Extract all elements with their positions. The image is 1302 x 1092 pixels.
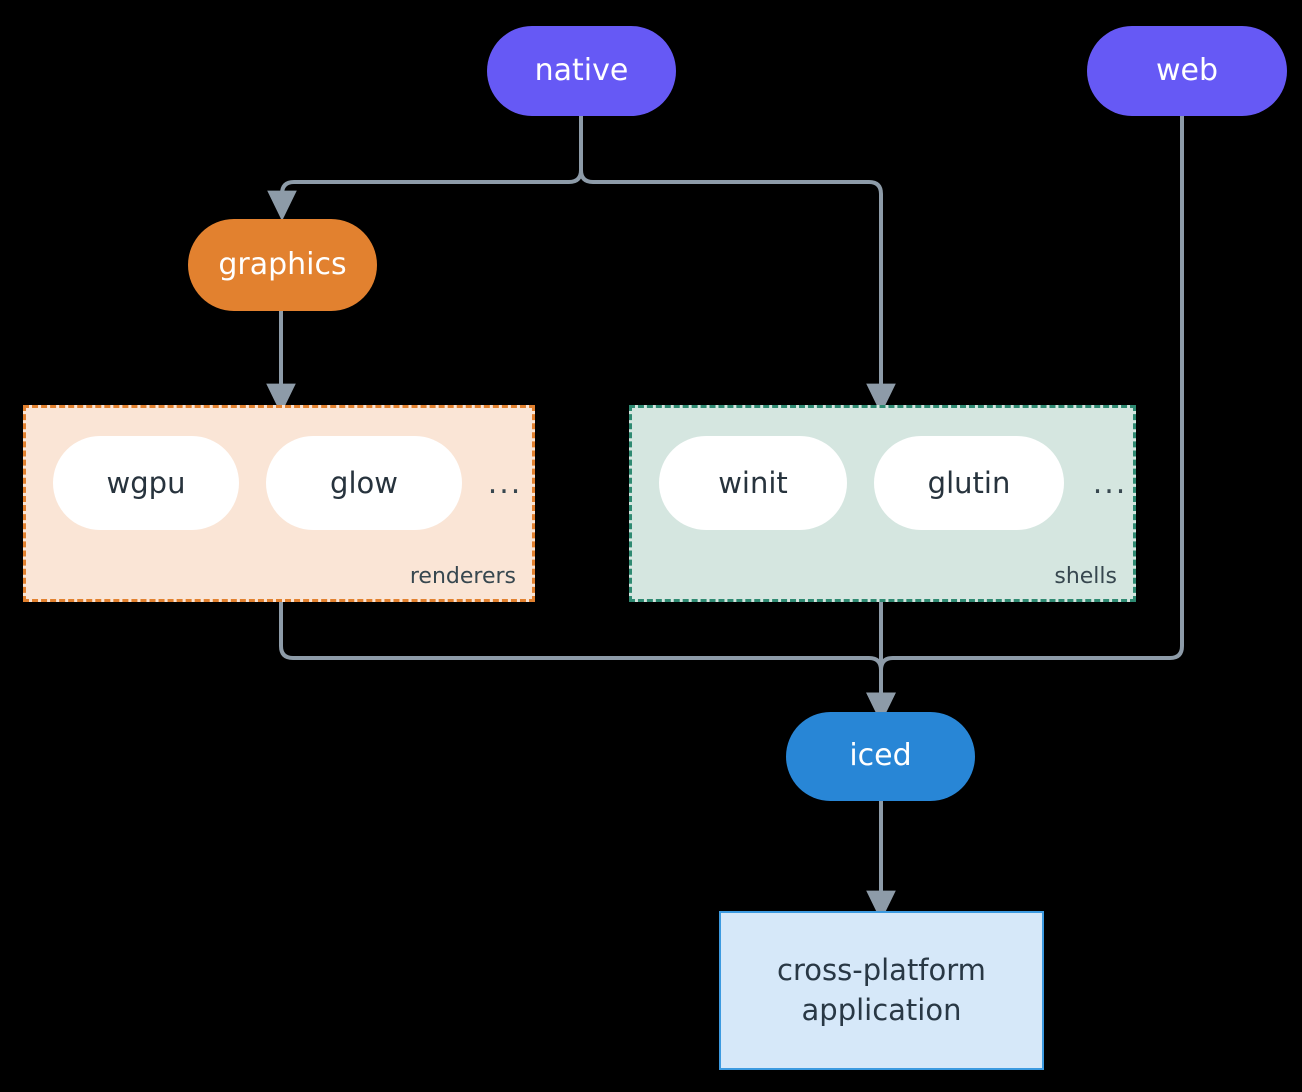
renderers-ellipsis: ...	[487, 465, 523, 501]
shells-item-winit-label: winit	[718, 466, 788, 500]
node-graphics-label: graphics	[218, 246, 347, 282]
node-application[interactable]: cross-platform application	[719, 911, 1044, 1070]
node-application-label-line1: cross-platform	[777, 953, 986, 988]
group-shells: winit glutin ... shells	[629, 405, 1136, 602]
edge-renderers-iced	[279, 600, 896, 724]
node-iced[interactable]: iced	[786, 712, 975, 801]
renderers-item-glow[interactable]: glow	[266, 436, 462, 530]
group-renderers-label: renderers	[409, 564, 516, 589]
node-iced-label: iced	[849, 738, 912, 774]
group-renderers: wgpu glow ... renderers	[23, 405, 535, 602]
node-application-label-line2: application	[801, 992, 962, 1027]
renderers-item-wgpu-label: wgpu	[106, 466, 186, 500]
shells-item-glutin-label: glutin	[927, 466, 1011, 500]
node-graphics[interactable]: graphics	[188, 219, 377, 311]
node-web[interactable]: web	[1087, 26, 1287, 116]
edge-native-graphics	[267, 113, 583, 222]
shells-item-glutin[interactable]: glutin	[874, 436, 1064, 530]
group-shells-label: shells	[1054, 564, 1117, 589]
shells-ellipsis: ...	[1092, 465, 1128, 501]
node-native[interactable]: native	[487, 26, 676, 116]
edge-native-shells	[579, 113, 896, 415]
node-web-label: web	[1155, 52, 1219, 88]
node-native-label: native	[534, 52, 629, 88]
renderers-item-glow-label: glow	[330, 466, 398, 500]
renderers-item-wgpu[interactable]: wgpu	[53, 436, 239, 530]
shells-item-winit[interactable]: winit	[659, 436, 847, 530]
